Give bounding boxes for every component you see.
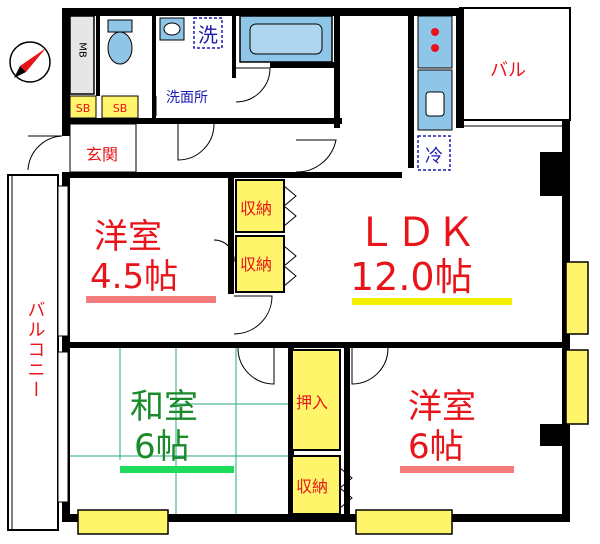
western-a-underline bbox=[86, 296, 216, 303]
windows bbox=[57, 119, 589, 535]
entrance-door-swing bbox=[27, 123, 337, 173]
washer-label: 洗 bbox=[198, 23, 218, 47]
washer-box bbox=[193, 17, 223, 49]
entrance-label: 玄関 bbox=[86, 145, 118, 164]
sb-box-1 bbox=[69, 95, 97, 119]
closet-2 bbox=[235, 235, 285, 293]
balcony-top-label: バル bbox=[490, 60, 526, 81]
western-a-name: 洋室 bbox=[94, 217, 162, 257]
western-b-size: 6帖 bbox=[408, 427, 464, 467]
sb-label-2: SB bbox=[113, 102, 128, 115]
balcony-left-label: バルコニー bbox=[25, 300, 46, 400]
top-right-balcony bbox=[459, 7, 571, 121]
ldk-name: ＬＤＫ bbox=[356, 210, 476, 256]
japanese-size: 6帖 bbox=[134, 427, 190, 467]
bathtub-icon bbox=[239, 15, 333, 63]
oshiire-label: 押入 bbox=[296, 393, 328, 412]
closet-2-label: 収納 bbox=[240, 255, 272, 274]
entrance-area bbox=[69, 123, 137, 173]
japanese-name: 和室 bbox=[130, 387, 198, 427]
oshiire bbox=[291, 349, 341, 451]
left-balcony bbox=[7, 174, 59, 531]
sb-box-2 bbox=[101, 95, 139, 119]
fridge-label: 冷 bbox=[425, 146, 443, 167]
toilet-icon bbox=[107, 19, 133, 65]
closet-1-label: 収納 bbox=[240, 199, 272, 218]
japanese-underline bbox=[120, 466, 234, 473]
washroom-label: 洗面所 bbox=[166, 90, 208, 106]
sb-label-1: SB bbox=[76, 102, 91, 115]
mb-label: MB bbox=[77, 42, 88, 58]
closet-3-label: 収納 bbox=[296, 477, 328, 496]
sink-icon bbox=[159, 17, 185, 41]
door-swings-upper bbox=[155, 67, 271, 116]
mb-box bbox=[69, 15, 95, 95]
ldk-underline bbox=[352, 298, 512, 305]
stove-icon bbox=[417, 15, 453, 69]
closet-door-marks bbox=[283, 185, 353, 509]
kitchen-sink-icon bbox=[417, 69, 453, 131]
north-arrow-icon bbox=[9, 41, 51, 83]
door-swings-lower bbox=[213, 239, 389, 385]
western-b-name: 洋室 bbox=[408, 387, 476, 427]
ldk-size: 12.0帖 bbox=[350, 255, 473, 299]
fridge-box bbox=[417, 135, 451, 171]
western-b-underline bbox=[400, 466, 514, 473]
closet-3 bbox=[291, 455, 341, 515]
western-a-size: 4.5帖 bbox=[90, 257, 178, 297]
tatami-grid bbox=[70, 348, 288, 514]
